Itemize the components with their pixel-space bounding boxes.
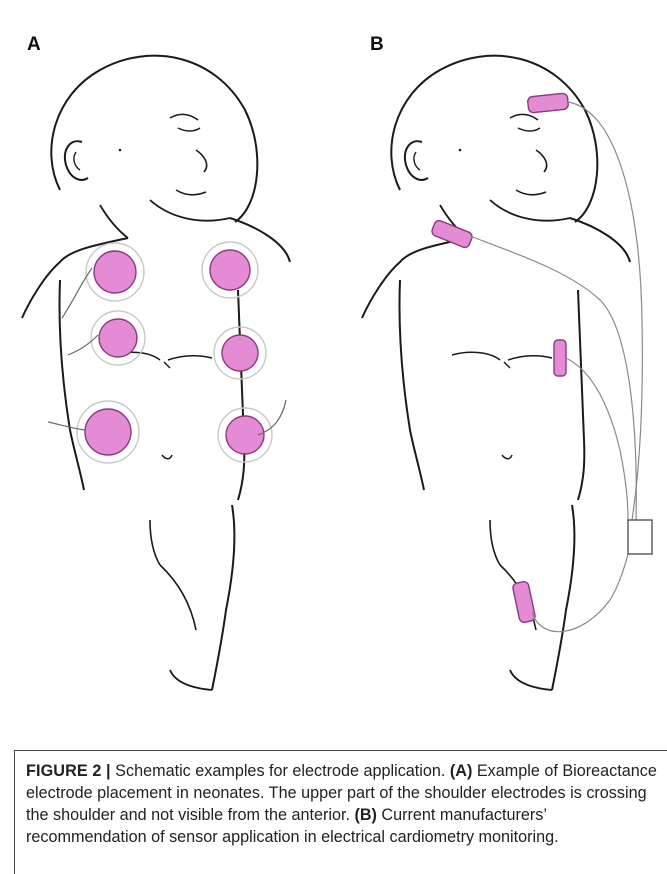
sensor-thorax <box>554 340 566 376</box>
sensor-strips <box>430 93 568 623</box>
electrode-pad <box>99 319 137 357</box>
panel-a-drawing <box>22 56 290 690</box>
bioreactance-electrodes <box>77 242 272 463</box>
figure-label: FIGURE 2 | <box>26 762 111 780</box>
sensor-forehead <box>527 93 568 113</box>
figure-caption: FIGURE 2 | Schematic examples for electr… <box>26 760 661 848</box>
monitor-cable-connector <box>628 520 652 554</box>
electrode-pad <box>85 409 131 455</box>
caption-tag-a: (A) <box>450 762 472 780</box>
panel-b-drawing <box>362 56 652 690</box>
caption-tag-b: (B) <box>354 806 376 824</box>
electrode-pad <box>222 335 258 371</box>
figure-caption-box: FIGURE 2 | Schematic examples for electr… <box>14 750 667 874</box>
electrode-pad <box>94 251 136 293</box>
sensor-thigh <box>512 581 536 623</box>
caption-intro: Schematic examples for electrode applica… <box>111 762 450 780</box>
electrode-illustration <box>0 0 667 760</box>
electrode-pad <box>210 250 250 290</box>
